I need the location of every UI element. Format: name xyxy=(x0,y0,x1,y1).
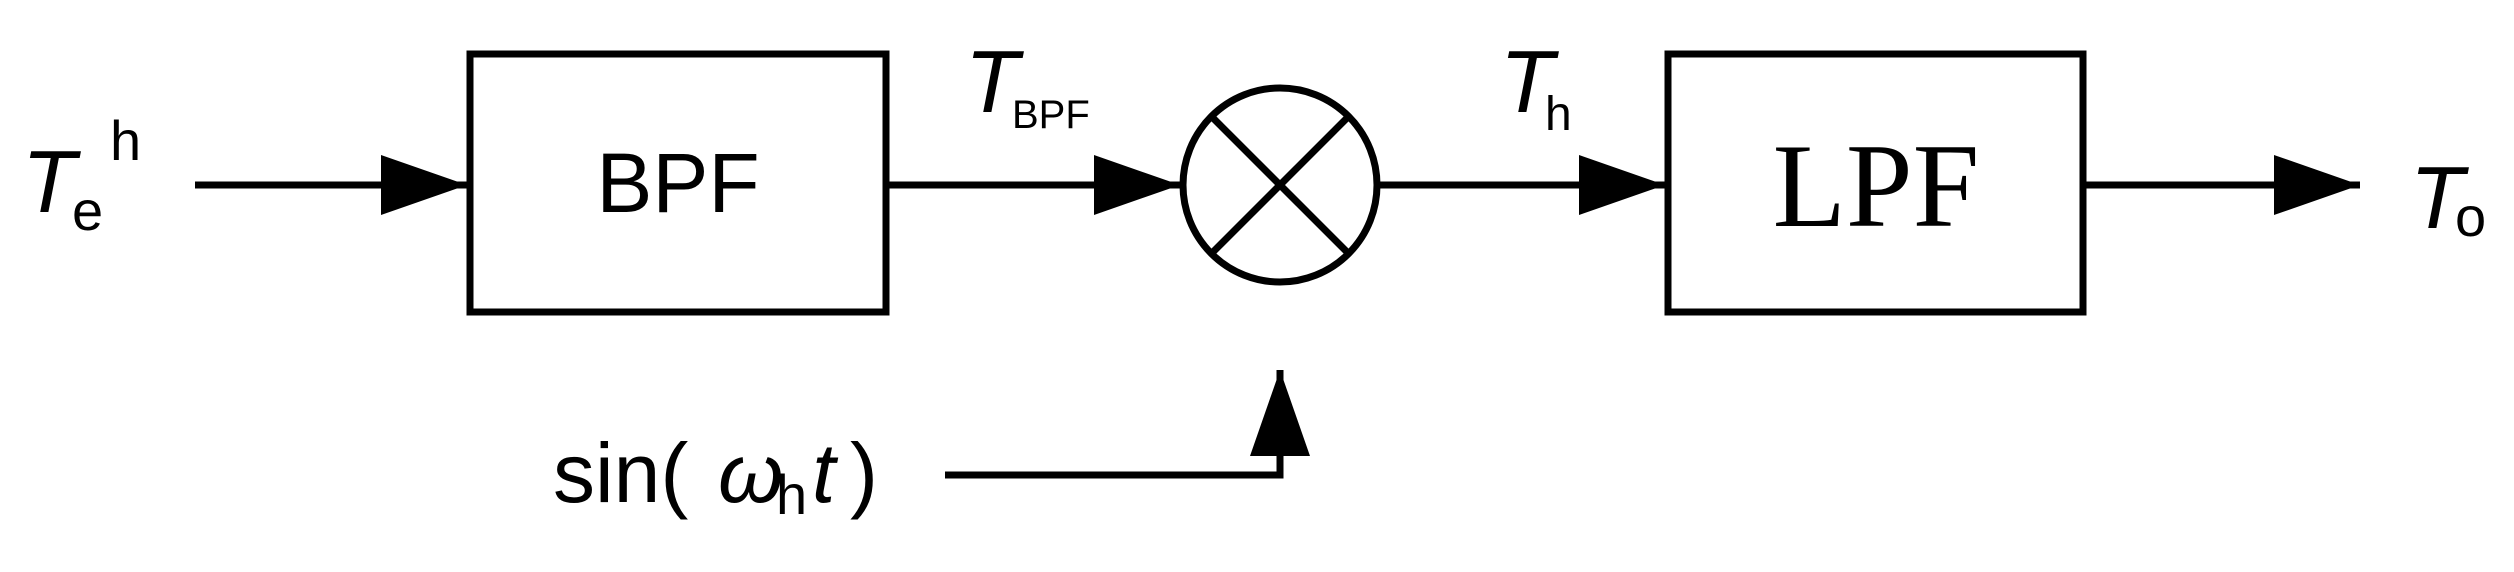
lpf-label: LPF xyxy=(1773,119,1980,252)
multiplier-cross-line-2 xyxy=(1208,113,1352,257)
bpf-block-frame xyxy=(466,50,890,316)
carrier-prefix: sin( xyxy=(553,426,688,520)
bpf-block: BPF xyxy=(466,50,890,316)
mixer-output-subscript: h xyxy=(1545,88,1572,141)
carrier-suffix: ) xyxy=(850,426,878,520)
bpf-output-subscript: BPF xyxy=(1012,93,1090,137)
mixer-output-symbol: T xyxy=(1500,32,1559,131)
input-signal-label: T e h xyxy=(22,109,141,242)
carrier-variable: t xyxy=(812,426,839,520)
carrier-omega: ω xyxy=(718,426,783,520)
output-signal-label: T o xyxy=(2410,148,2486,248)
input-superscript: h xyxy=(110,109,141,172)
bpf-output-symbol: T xyxy=(965,32,1024,131)
lpf-block: LPF xyxy=(1664,50,2087,316)
output-symbol: T xyxy=(2410,148,2469,247)
carrier-label: sin( ω h t ) xyxy=(553,426,878,532)
input-subscript: e xyxy=(72,179,103,242)
bpf-output-label: T BPF xyxy=(965,32,1090,137)
multiplier-node: ⊗ xyxy=(1179,84,1381,286)
carrier-omega-subscript: h xyxy=(776,463,807,526)
carrier-expression: sin( ω h t ) xyxy=(553,426,878,532)
mixer-output-label: T h xyxy=(1500,32,1572,141)
input-symbol: T xyxy=(22,132,81,231)
bpf-label: BPF xyxy=(596,136,759,230)
carrier-to-multiplier-arrow xyxy=(945,370,1310,479)
output-subscript: o xyxy=(2455,185,2486,248)
